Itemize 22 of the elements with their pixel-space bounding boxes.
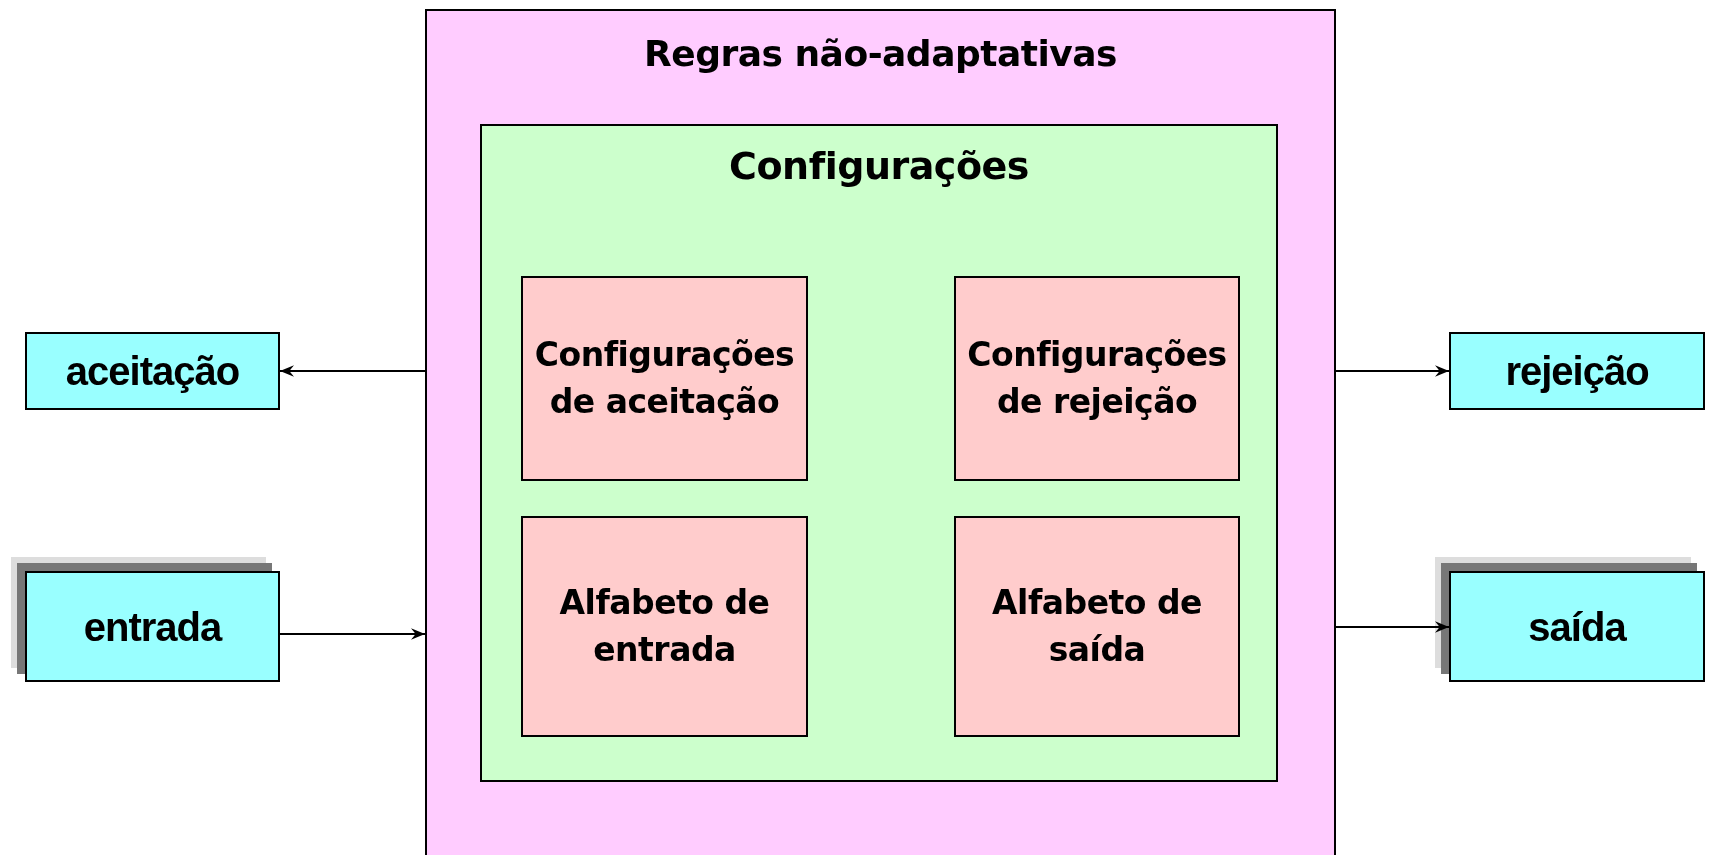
terminal-box [25,332,280,410]
arrow [1335,365,1450,377]
component-box [521,516,808,737]
box-label: saída [1528,603,1626,651]
box-label: rejeição [1505,348,1649,395]
configurations-panel [480,124,1278,782]
box-label: Configurações de aceitação [533,334,796,423]
component-box [954,276,1240,481]
component-box [954,516,1240,737]
box-label: Alfabeto de entrada [558,582,771,671]
terminal-box [1449,332,1705,410]
box-label: aceitação [65,348,240,395]
arrow [279,628,426,640]
box-label: Alfabeto de saída [991,582,1203,671]
arrow [1335,621,1450,633]
box-label: entrada [83,603,222,651]
box-label: Configurações de rejeição [966,334,1228,423]
box-label: Configurações [729,143,1029,190]
component-box [521,276,808,481]
arrow [279,365,426,377]
rules-panel [425,9,1336,855]
box-label: Regras não-adaptativas [644,32,1117,76]
